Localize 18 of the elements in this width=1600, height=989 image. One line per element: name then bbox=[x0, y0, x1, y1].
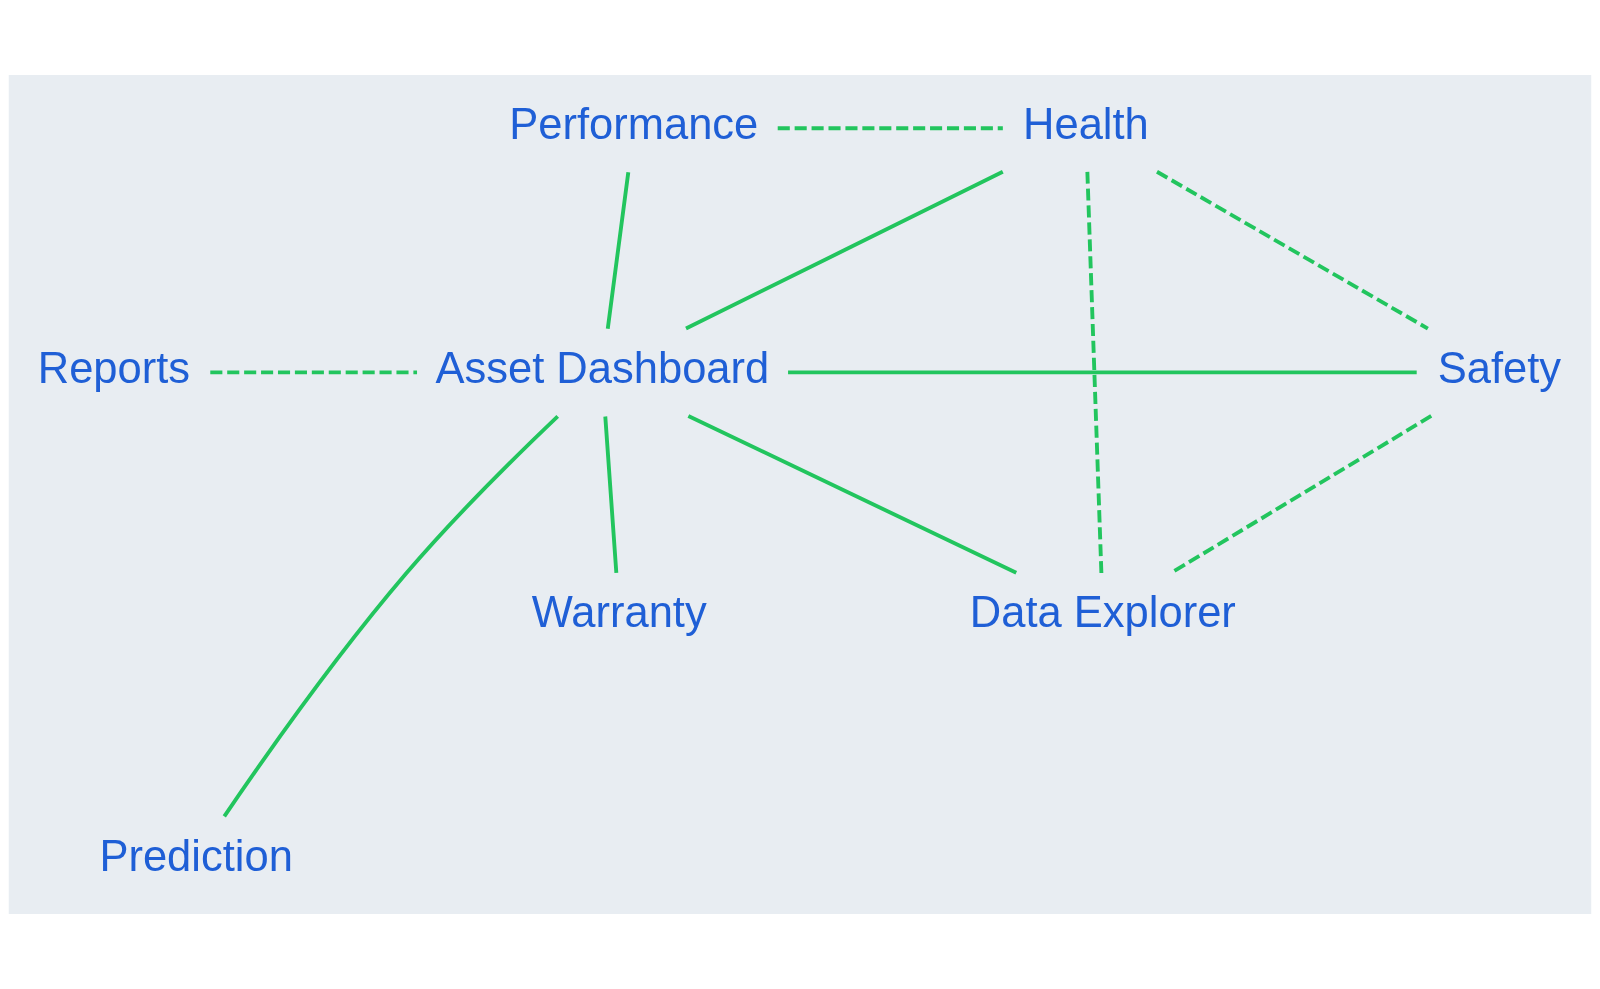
node-text: Asset Dashboard bbox=[435, 344, 770, 393]
connector bbox=[1085, 171, 1104, 574]
node-text: Prediction bbox=[99, 832, 293, 881]
connector bbox=[687, 414, 1018, 575]
connector bbox=[685, 170, 1004, 331]
connector bbox=[777, 126, 1003, 131]
node-text: Warranty bbox=[531, 588, 707, 637]
connector bbox=[603, 416, 619, 574]
connector bbox=[222, 415, 560, 818]
connector bbox=[788, 370, 1417, 375]
node-text: Safety bbox=[1437, 344, 1562, 393]
node-text: Reports bbox=[37, 344, 191, 393]
node-text: Data Explorer bbox=[969, 588, 1236, 637]
connector bbox=[210, 370, 418, 375]
connector bbox=[605, 172, 631, 329]
node-text: Performance bbox=[509, 99, 759, 148]
node-text: Health bbox=[1023, 99, 1149, 148]
connector bbox=[1156, 170, 1429, 331]
